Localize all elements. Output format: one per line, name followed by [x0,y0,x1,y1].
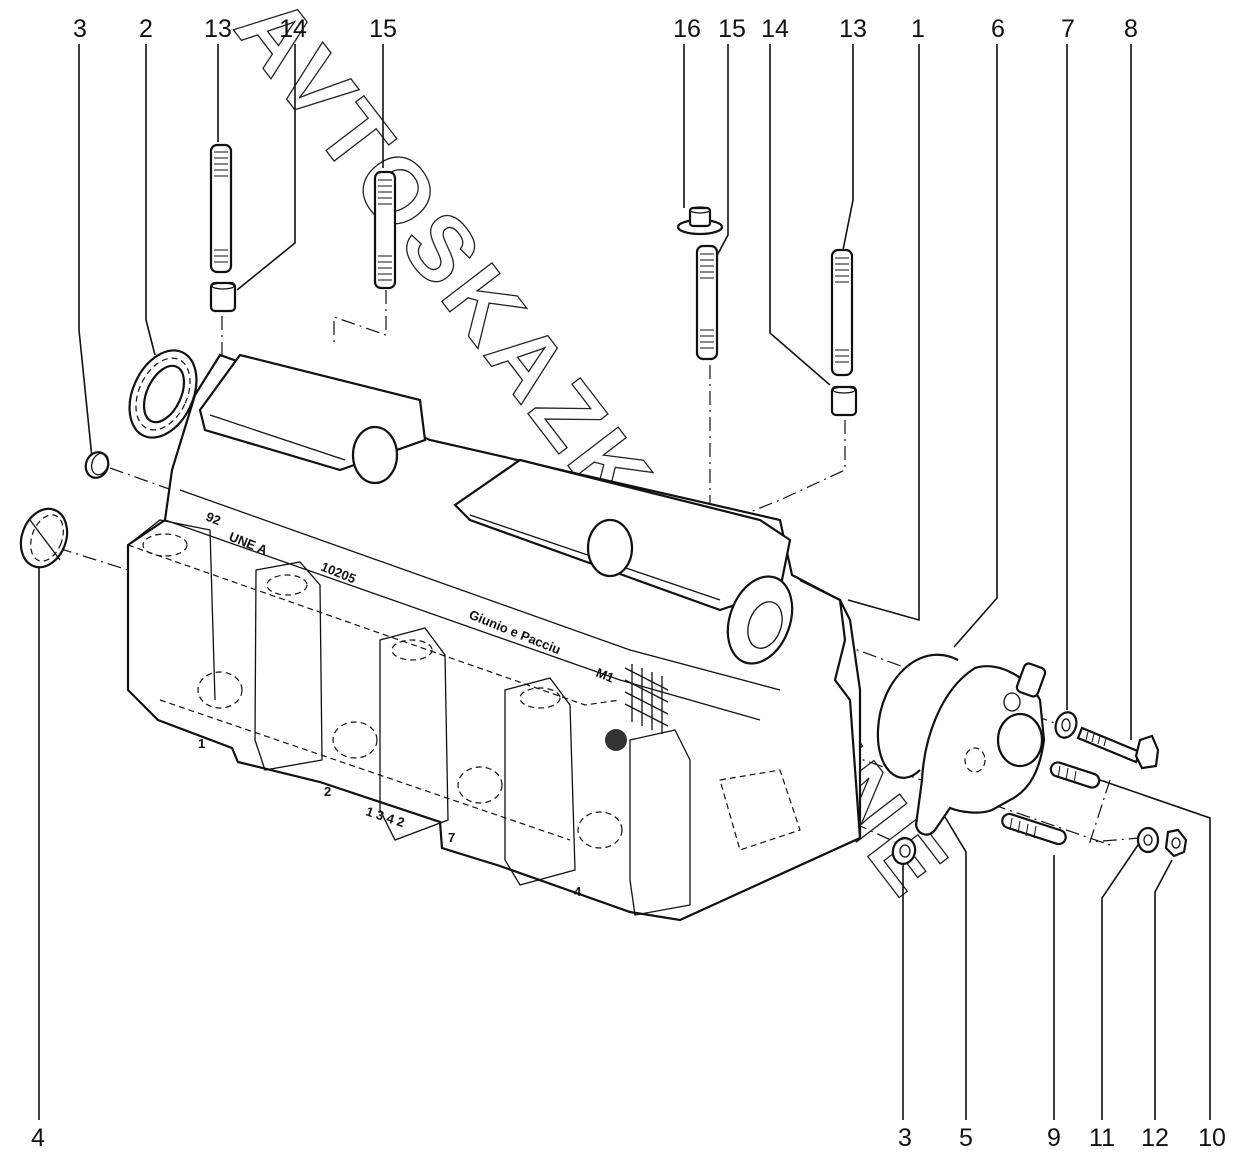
callout-15-left: 15 [369,15,397,43]
callout-3-top: 3 [73,15,87,43]
housing-5 [914,662,1047,836]
o-ring-gasket-6 [876,653,959,779]
axis-nuts-11-12 [1089,779,1141,843]
cup-plug-4 [19,507,69,569]
nut-12 [1164,828,1188,858]
mark-cyl-2: 2 [324,784,331,799]
stud-15-right [695,244,719,361]
leader-11-bottom [1101,841,1141,1120]
leader-10-bottom [1099,779,1211,1120]
callout-3-bottom: 3 [898,1124,912,1152]
callout-7-top: 7 [1061,15,1075,43]
leader-1-top [847,44,920,622]
casting-logo-mark [605,729,627,751]
loose-parts [19,143,1188,865]
stud-13-right [830,248,854,377]
callout-14-right: 14 [761,15,789,43]
axis-stud-13-right [729,420,846,521]
callouts-top: 3 2 13 14 15 16 15 14 13 1 6 7 8 [73,15,1138,740]
leader-6-top [953,44,998,648]
callouts-bottom: 4 3 5 9 11 12 10 [31,565,1226,1152]
callout-10-bottom: 10 [1198,1124,1226,1152]
leader-2-top [145,44,156,356]
callout-8-top: 8 [1124,15,1138,43]
callout-13-right: 13 [839,15,867,43]
cylinder-head-1 [126,353,862,922]
oil-seal-2 [128,349,198,439]
stud-10 [1049,761,1101,789]
axis-stud-15-left [333,290,387,345]
mark-cyl-4: 4 [574,884,582,899]
leader-3-top [78,44,93,459]
sleeve-14-right [830,385,858,417]
leader-13-right [842,44,854,251]
callout-12-bottom: 12 [1141,1124,1169,1152]
callout-1-top: 1 [911,15,925,43]
leader-14-left [236,44,296,291]
callout-6-top: 6 [991,15,1005,43]
mark-cyl-1: 1 [198,736,205,751]
mark-m1: M1 [594,665,616,686]
axis-plug-3-top [109,467,173,491]
casting-grille [624,664,669,734]
callout-13-left: 13 [204,15,232,43]
bolt-8 [1076,726,1160,770]
callout-16-top: 16 [673,15,701,43]
callout-9-bottom: 9 [1047,1124,1061,1152]
callout-15-right: 15 [718,15,746,43]
mark-corner: 92 [204,509,223,528]
stud-9 [1001,812,1067,846]
flange-nut-16 [676,206,724,236]
plug-3-top [84,451,110,479]
leader-12-bottom [1154,859,1173,1120]
callout-11-bottom: 11 [1089,1124,1115,1152]
callout-5-bottom: 5 [959,1124,973,1152]
mark-7: 7 [448,830,455,845]
washer-11 [1136,826,1160,854]
leader-14-right [769,44,831,386]
callout-14-left: 14 [279,15,307,43]
callout-2-top: 2 [139,15,153,43]
stud-13-left [209,143,233,274]
stud-15-left [373,170,397,290]
callout-4-bottom: 4 [31,1124,45,1152]
leader-5-bottom [941,811,967,1120]
sleeve-14-left [209,281,237,313]
washer-7 [1054,711,1078,739]
axis-plug-4 [57,547,129,571]
plug-3-bottom [891,837,917,865]
